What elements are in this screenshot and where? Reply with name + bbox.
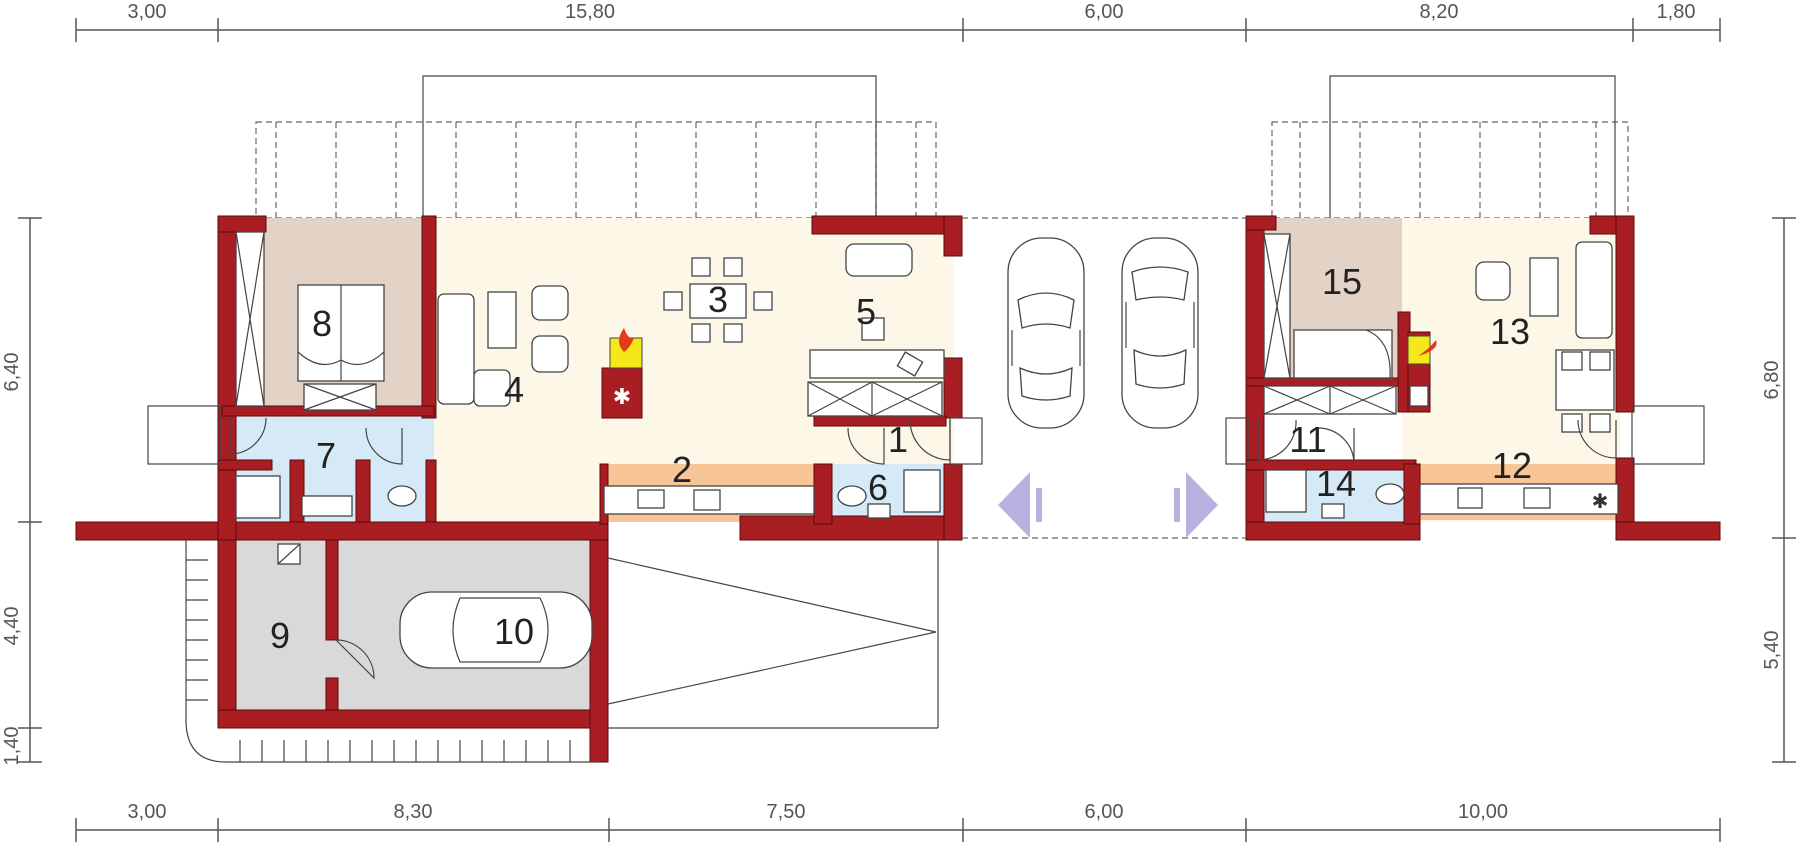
dim-left-1: 6,40 [1,353,23,392]
svg-text:✱: ✱ [1592,489,1609,513]
bathroom-7-fixtures [235,475,417,519]
dimension-right: 6,80 5,40 [1761,217,1796,763]
dim-bottom-2: 8,30 [394,801,433,823]
bed-room-8 [297,284,385,411]
room-label-5: 5 [856,291,876,332]
storage-9-fill [232,538,336,710]
room-label-9: 9 [270,615,290,656]
dim-left-2: 4,40 [1,607,23,646]
room-label-11: 11 [1289,419,1326,460]
dim-bottom-5: 10,00 [1458,801,1508,823]
entrance-arrow-right-icon [1174,472,1218,538]
bed-room-15 [1293,329,1393,379]
room-label-12: 12 [1492,445,1532,486]
room-label-1: 1 [888,419,908,460]
dining-table [663,257,773,343]
dim-right-1: 6,80 [1761,361,1783,400]
living-13-furniture [1475,241,1615,433]
room-label-4: 4 [504,369,524,410]
fireplace-right-icon [1407,331,1437,413]
dim-bottom-3: 7,50 [767,801,806,823]
dimension-top: 3,00 15,80 6,00 8,20 1,80 [75,1,1721,42]
dim-right-2: 5,40 [1761,631,1783,670]
dim-top-2: 15,80 [565,1,615,23]
entry-steps [147,405,1705,465]
dim-top-4: 8,20 [1420,1,1459,23]
dimension-left: 6,40 4,40 1,40 [1,217,42,766]
wardrobe-right [1263,233,1291,379]
hall-7-fill [222,408,434,464]
room-label-10: 10 [494,611,534,652]
room-label-8: 8 [312,303,332,344]
room-label-14: 14 [1316,463,1356,504]
armchairs-room-5 [809,243,945,379]
dim-top-5: 1,80 [1657,1,1696,23]
dim-bottom-1: 3,00 [128,801,167,823]
svg-text:✱: ✱ [613,385,631,410]
bathroom-6-fixtures [837,469,941,519]
storage-hatch [277,543,301,565]
sofa-living [437,285,569,407]
dim-left-3: 1,40 [1,727,23,766]
kitchen-12-cabinets: ✱ [1419,483,1619,515]
door-swings [229,417,1617,680]
dimension-bottom: 3,00 8,30 7,50 6,00 10,00 [75,801,1721,842]
driveway [607,217,1246,729]
room-label-13: 13 [1490,311,1530,352]
car-parking-1 [1007,237,1085,429]
room-label-15: 15 [1322,261,1362,302]
entrance-arrow-left-icon [998,472,1042,538]
wardrobe-left [235,231,265,407]
cabinets-right [1263,385,1397,415]
room-label-6: 6 [868,467,888,508]
garage-car-icon [399,591,593,669]
kitchen-cabinets-left [603,381,943,515]
dim-bottom-4: 6,00 [1085,801,1124,823]
room-label-7: 7 [316,435,336,476]
fireplace-icon: ✱ [601,328,643,419]
room-label-3: 3 [708,279,728,320]
walls-right-house [1245,215,1721,541]
car-parking-2 [1121,237,1199,429]
exterior-stairs [185,540,600,763]
dim-top-1: 3,00 [128,1,167,23]
dim-top-3: 6,00 [1085,1,1124,23]
walls-left-house [75,215,963,763]
pergola-left [255,75,937,219]
room-label-2: 2 [672,449,692,490]
pergola-right [1271,75,1629,219]
room-labels: 8 3 5 4 7 2 1 6 9 10 15 13 11 12 14 [270,261,1532,656]
bathroom-14-fixtures [1265,469,1405,519]
